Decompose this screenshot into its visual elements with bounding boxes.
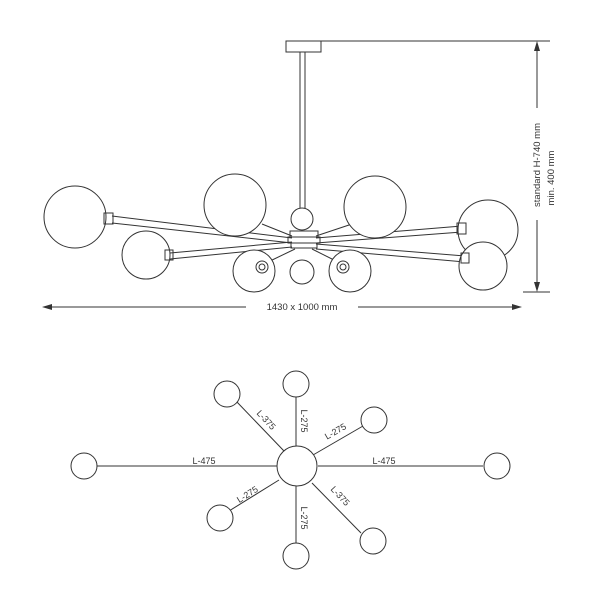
width-dimension-label: 1430 x 1000 mm (267, 302, 338, 313)
globe-front-right (328, 249, 372, 293)
globe-bottom-small (289, 259, 315, 285)
top-globe-lower-left (206, 504, 234, 532)
arm-label-left: L-475 (192, 456, 215, 466)
top-arms (84, 397, 483, 543)
globe-far-left (43, 185, 107, 249)
top-globe-right (483, 452, 511, 480)
arm-label-top: L-275 (299, 409, 309, 432)
arm-sockets (103, 212, 470, 264)
front-view: 1430 x 1000 mm standard H-740 mm min. 40… (42, 40, 557, 313)
globe-top-small (290, 207, 314, 231)
arm-label-upper-right: L-275 (323, 421, 348, 441)
height-dimension (321, 40, 550, 293)
arm-label-lower-left: L-275 (235, 484, 260, 505)
globe-center-right (343, 175, 407, 239)
height-standard-label: standard H-740 mm (532, 123, 543, 207)
top-globe-bottom (282, 542, 310, 570)
height-min-label: min. 400 mm (546, 150, 557, 205)
top-globe-top (282, 370, 310, 398)
globe-center-left (203, 173, 267, 237)
ceiling-canopy (285, 40, 322, 53)
top-globe-upper-right (360, 406, 388, 434)
globe-left-lower (121, 230, 171, 280)
arm-label-upper-left: L-375 (255, 408, 278, 432)
width-dimension (42, 304, 522, 310)
front-arms (111, 215, 466, 263)
arm-label-bottom: L-275 (299, 506, 309, 529)
arm-label-right: L-475 (372, 456, 395, 466)
globe-right-lower (458, 241, 508, 291)
central-hub (287, 230, 321, 249)
top-view: L-475 L-475 L-375 L-375 L-275 L-275 L-27… (70, 370, 511, 570)
top-globe-left (70, 452, 98, 480)
top-globe-lower-right (359, 527, 387, 555)
top-globe-upper-left (213, 380, 241, 408)
globe-front-left (232, 249, 276, 293)
top-hub (276, 445, 318, 487)
